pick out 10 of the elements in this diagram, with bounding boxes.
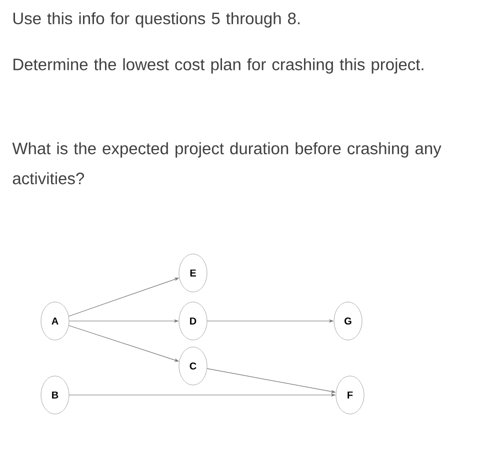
activity-node: E (178, 254, 208, 292)
question-text: Use this info for questions 5 through 8. (13, 12, 300, 28)
activity-node: D (178, 302, 208, 340)
activity-node: A (40, 302, 70, 340)
activity-node: F (336, 376, 364, 414)
activity-node: G (334, 302, 362, 340)
question-text: What is the expected project duration before crashing any activities? (12, 142, 442, 184)
activity-node: C (178, 346, 208, 386)
activity-node: B (40, 376, 70, 414)
question-text: Determine the lowest cost plan for crashing this project. (14, 58, 424, 74)
